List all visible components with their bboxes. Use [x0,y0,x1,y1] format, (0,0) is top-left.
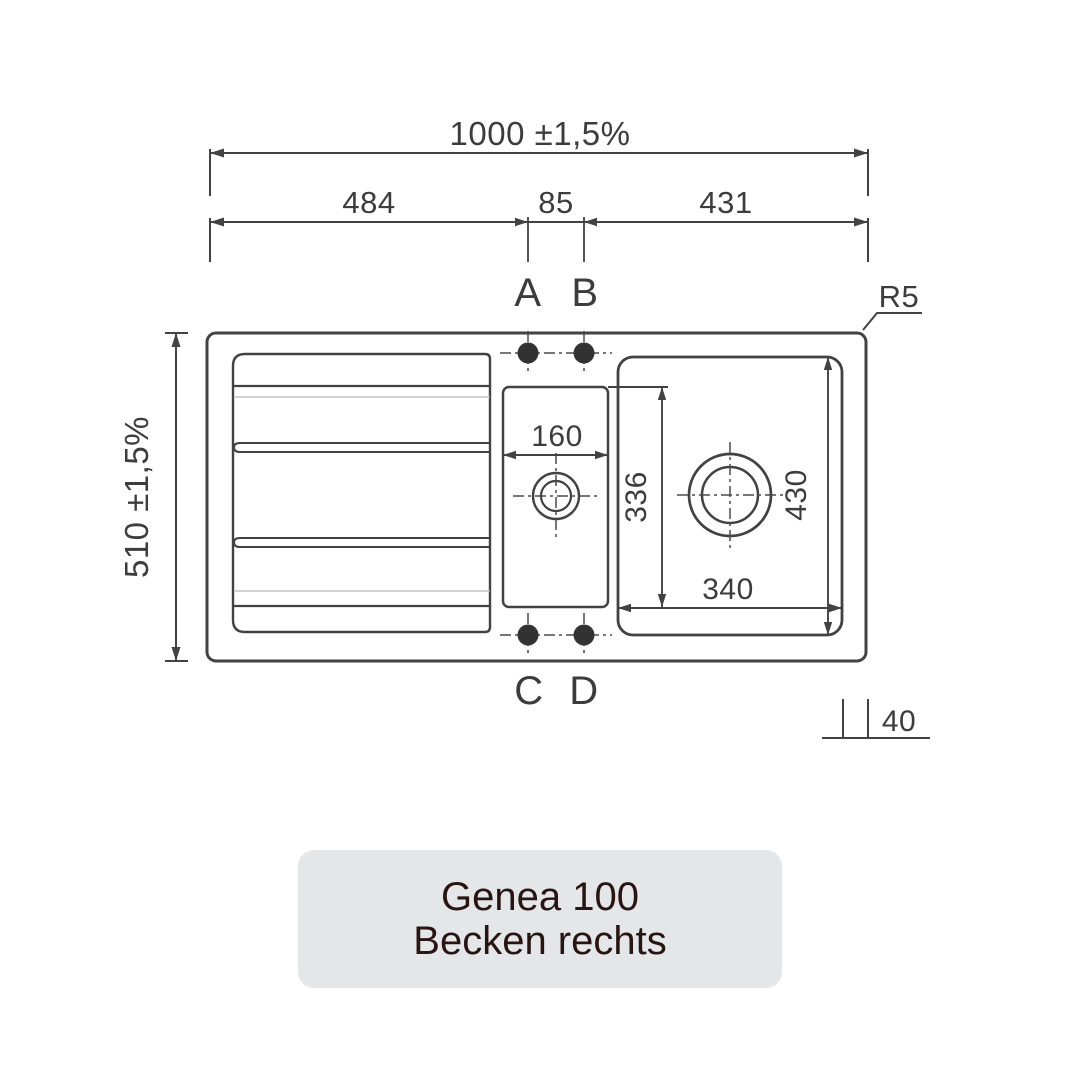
tap-hole-c [517,624,539,646]
dimension-segments: 484 85 431 [209,185,869,262]
hole-label-c: C [514,669,543,713]
tap-hole-a [517,342,539,364]
hole-label-a: A [514,271,541,315]
dim-small-basin-width-label: 160 [531,420,583,453]
dim-main-basin-width-label: 340 [702,573,754,606]
product-variant: Becken rechts [413,919,667,963]
dim-seg-mid-label: 85 [538,185,573,220]
dim-depth-label: 510 ±1,5% [118,416,155,578]
product-name: Genea 100 [441,875,639,919]
dim-seg-left-label: 484 [342,185,395,220]
rim-height-detail: 40 [822,699,930,739]
sink-outline [205,331,868,663]
small-basin [501,385,610,609]
dim-small-basin-length-label: 336 [620,471,653,523]
dimension-small-basin-width: 160 [503,420,608,460]
dim-seg-right-label: 431 [699,185,752,220]
dimension-main-basin-width: 340 [618,573,842,613]
dimension-main-basin-length: 430 [780,357,833,635]
dimension-depth: 510 ±1,5% [118,332,188,662]
main-basin [616,355,844,637]
drainboard-groove-slot [232,536,490,549]
dim-main-basin-length-label: 430 [780,469,813,521]
dimension-total-width: 1000 ±1,5% [209,115,869,196]
rim-height-label: 40 [882,705,916,738]
hole-label-b: B [571,271,598,315]
product-caption: Genea 100 Becken rechts [298,850,782,988]
dim-total-width-label: 1000 ±1,5% [450,115,631,152]
tap-hole-d [573,624,595,646]
tap-hole-b [573,342,595,364]
tap-holes [500,331,612,657]
drainboard-groove-slot [232,441,490,454]
hole-label-d: D [569,669,598,713]
corner-radius-label: R5 [879,279,920,314]
dimension-small-basin-length: 336 [608,386,668,607]
drainboard [231,352,492,634]
corner-radius-callout: R5 [862,279,922,331]
